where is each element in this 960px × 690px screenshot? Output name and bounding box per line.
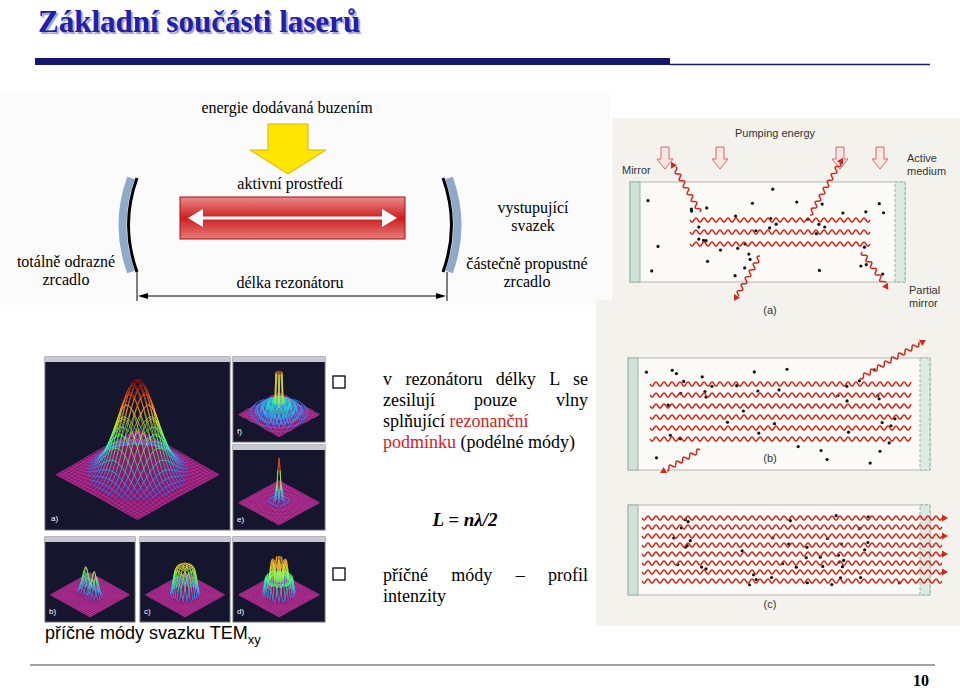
atom-dot [847, 431, 850, 434]
atom-dot [865, 263, 868, 266]
rod-partial-mirror [920, 358, 930, 470]
atom-dot [795, 200, 798, 203]
atom-dot [869, 461, 872, 464]
atom-dot [686, 520, 689, 523]
atom-dot [675, 372, 678, 375]
mode-mesh-line [189, 462, 191, 463]
atom-dot [671, 369, 674, 372]
atom-dot [743, 266, 746, 269]
atom-dot [823, 225, 826, 228]
atom-dot [645, 371, 648, 374]
atom-dot [878, 202, 881, 205]
mode-mesh-line [85, 462, 87, 463]
atom-dot [882, 211, 885, 214]
atom-dot [768, 226, 771, 229]
atom-dot [821, 565, 824, 568]
atom-dot [697, 225, 700, 228]
stimulated-emission-illustration [596, 118, 960, 626]
atom-dot [747, 252, 750, 255]
atom-dot [819, 449, 822, 452]
atom-dot [719, 248, 722, 251]
atom-dot [757, 432, 760, 435]
mode-mesh-line [191, 470, 193, 471]
atom-dot [748, 258, 751, 261]
atom-dot [821, 202, 824, 205]
atom-dot [646, 199, 649, 202]
atom-dot [863, 246, 866, 249]
atom-dot [733, 274, 736, 277]
atom-dot [878, 450, 881, 453]
laser-rod [630, 182, 905, 282]
atom-dot [881, 421, 884, 424]
atom-dot [775, 223, 778, 226]
atom-dot [863, 548, 866, 551]
rod-mirror [628, 505, 638, 595]
atom-dot [771, 188, 774, 191]
atom-dot [700, 565, 703, 568]
title-rule [35, 58, 670, 65]
atom-dot [689, 539, 692, 542]
atom-dot [655, 456, 658, 459]
atom-dot [841, 211, 844, 214]
atom-dot [785, 368, 788, 371]
rod-mirror [628, 358, 638, 470]
atom-dot [736, 247, 739, 250]
atom-dot [818, 269, 821, 272]
transverse-mode-plots [45, 357, 325, 622]
atom-dot [797, 445, 800, 448]
atom-dot [864, 210, 867, 213]
atom-dot [777, 388, 780, 391]
atom-dot [770, 576, 773, 579]
atom-dot [682, 380, 685, 383]
atom-dot [866, 541, 869, 544]
atom-dot [656, 245, 659, 248]
atom-dot [773, 422, 776, 425]
atom-dot [751, 202, 754, 205]
atom-dot [756, 389, 759, 392]
atom-dot [858, 379, 861, 382]
atom-dot [859, 264, 862, 267]
atom-dot [734, 214, 737, 217]
atom-dot [701, 375, 704, 378]
rod-partial-mirror [895, 182, 905, 282]
atom-dot [805, 556, 808, 559]
atom-dot [710, 385, 713, 388]
mode-plot [45, 357, 230, 530]
atom-dot [842, 559, 845, 562]
atom-dot [690, 209, 693, 212]
atom-dot [753, 370, 756, 373]
atom-dot [825, 458, 828, 461]
plot-titlebar [45, 357, 230, 362]
atom-dot [726, 421, 729, 424]
atom-dot [830, 583, 833, 586]
atom-dot [817, 223, 820, 226]
atom-dot [859, 576, 862, 579]
atom-dot [878, 397, 881, 400]
atom-dot [742, 409, 745, 412]
atom-dot [888, 441, 891, 444]
atom-dot [706, 260, 709, 263]
mode-mesh-line [82, 470, 84, 471]
atom-dot [835, 514, 838, 517]
atom-dot [650, 269, 653, 272]
atom-dot [795, 566, 798, 569]
atom-dot [705, 206, 708, 209]
atom-dot [845, 399, 848, 402]
rod-mirror [630, 182, 640, 282]
atom-dot [697, 237, 700, 240]
